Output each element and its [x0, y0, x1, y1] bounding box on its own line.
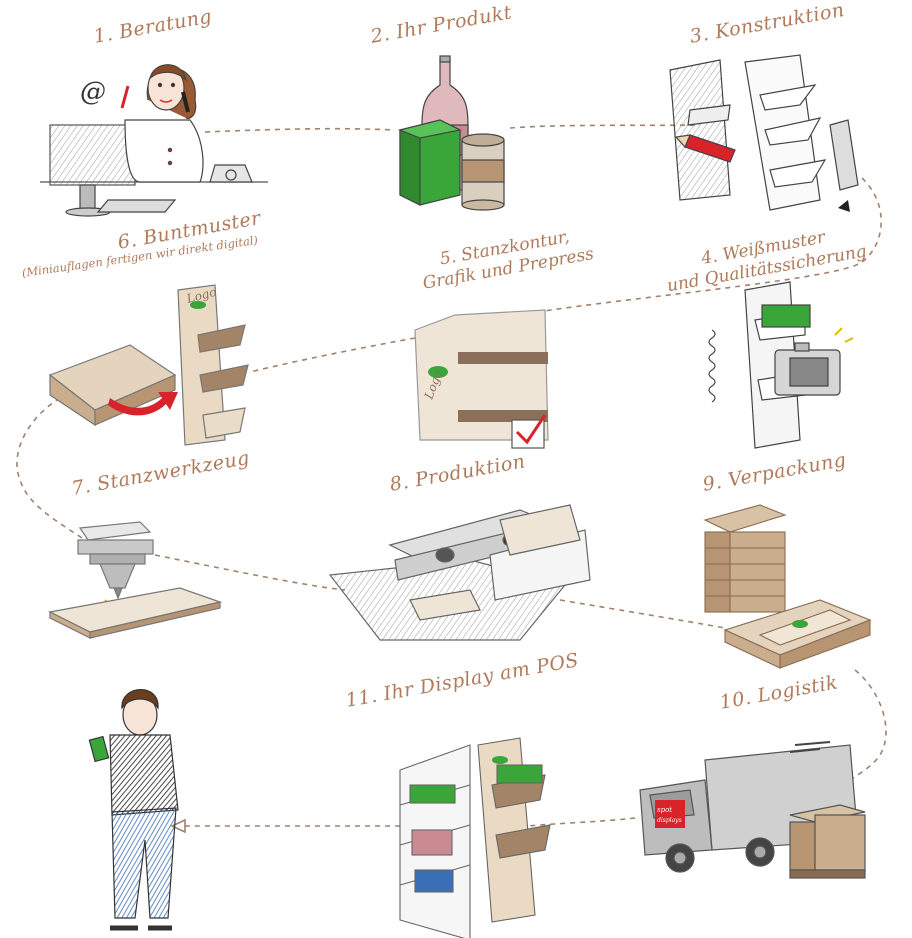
- cutting-tool-icon: [48, 521, 223, 639]
- woman-on-phone-icon: [40, 64, 268, 217]
- production-machine-icon: [328, 504, 591, 641]
- delivery-truck-icon: [639, 741, 866, 879]
- product-bottle-box-can-icon: [398, 55, 505, 211]
- die-cut-checkmark-icon: [414, 309, 549, 449]
- display-stand-pencil-icon: [669, 54, 859, 211]
- process-path: [16, 124, 887, 827]
- at-sign: @: [80, 77, 106, 107]
- packaging-boxes-icon: [703, 504, 872, 669]
- customer-man-icon: [88, 689, 179, 931]
- truck-brand-1: spot: [657, 806, 672, 814]
- store-shelf-display-icon: [399, 737, 551, 938]
- truck-brand-2: displays: [657, 817, 682, 824]
- camera-quality-check-icon: [708, 281, 854, 449]
- colored-display-box-icon: [48, 284, 249, 446]
